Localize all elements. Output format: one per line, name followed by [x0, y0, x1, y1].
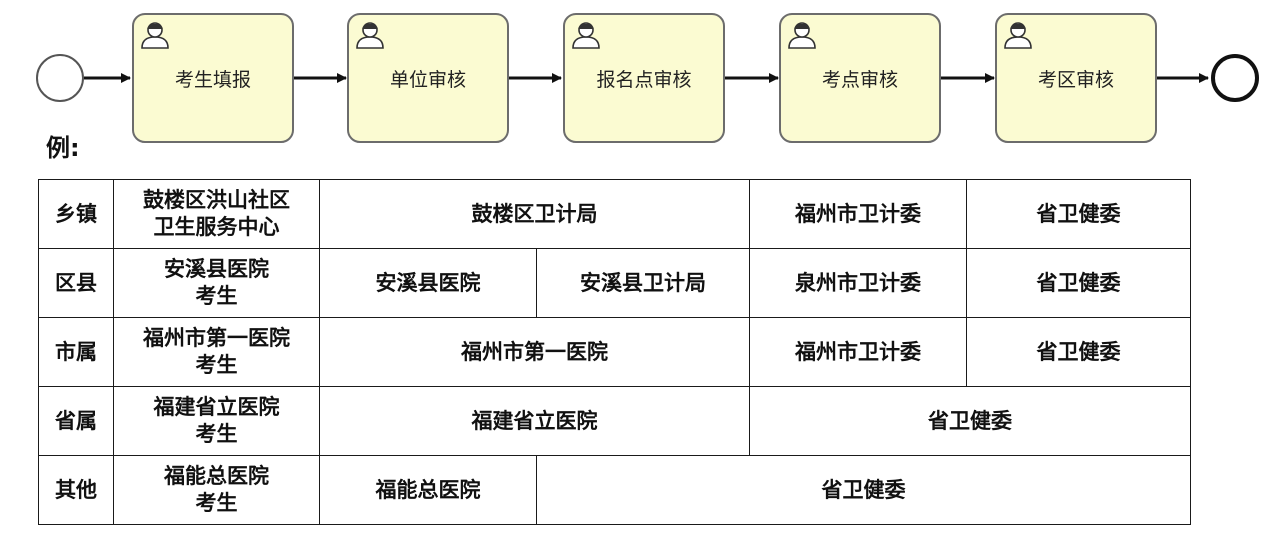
submitter-cell: 福州市第一医院 考生 — [113, 317, 320, 387]
task-label: 单位审核 — [390, 69, 466, 91]
task-label: 考点审核 — [822, 69, 898, 91]
review-cell: 泉州市卫计委 — [749, 248, 967, 318]
submitter-cell: 安溪县医院 考生 — [113, 248, 320, 318]
table-row: 其他 福能总医院 考生 福能总医院 省卫健委 — [38, 455, 1191, 525]
review-cell: 鼓楼区卫计局 — [319, 179, 750, 249]
task-4: 考点审核 — [779, 13, 941, 143]
task-label: 报名点审核 — [596, 69, 691, 91]
task-box — [132, 13, 294, 143]
task-box — [563, 13, 725, 143]
start-event — [36, 54, 84, 102]
task-1: 考生填报 — [132, 13, 294, 143]
submitter-line: 考生 — [195, 491, 238, 515]
review-cell: 安溪县卫计局 — [536, 248, 750, 318]
submitter-cell: 福能总医院 考生 — [113, 455, 320, 525]
review-cell: 省卫健委 — [749, 386, 1191, 456]
table-row: 市属 福州市第一医院 考生 福州市第一医院 福州市卫计委 省卫健委 — [38, 317, 1191, 387]
task-box — [779, 13, 941, 143]
review-cell: 省卫健委 — [966, 317, 1191, 387]
example-table: 乡镇 鼓楼区洪山社区 卫生服务中心 鼓楼区卫计局 福州市卫计委 省卫健委 区县 … — [38, 179, 1191, 525]
submitter-line: 卫生服务中心 — [153, 215, 280, 239]
task-label: 考生填报 — [175, 69, 251, 91]
review-cell: 福州市卫计委 — [749, 179, 967, 249]
task-2: 单位审核 — [347, 13, 509, 143]
task-3: 报名点审核 — [563, 13, 725, 143]
user-icon — [356, 22, 384, 49]
submitter-line: 福建省立医院 — [153, 395, 280, 419]
review-cell: 福州市第一医院 — [319, 317, 750, 387]
task-box — [347, 13, 509, 143]
category-cell: 其他 — [38, 455, 114, 525]
submitter-cell: 福建省立医院 考生 — [113, 386, 320, 456]
review-cell: 省卫健委 — [966, 179, 1191, 249]
table-row: 区县 安溪县医院 考生 安溪县医院 安溪县卫计局 泉州市卫计委 省卫健委 — [38, 248, 1191, 318]
task-label: 考区审核 — [1038, 69, 1114, 91]
example-label: 例: — [46, 134, 80, 162]
table-row: 乡镇 鼓楼区洪山社区 卫生服务中心 鼓楼区卫计局 福州市卫计委 省卫健委 — [38, 179, 1191, 249]
submitter-line: 福州市第一医院 — [143, 326, 290, 350]
review-cell: 安溪县医院 — [319, 248, 537, 318]
table-row: 省属 福建省立医院 考生 福建省立医院 省卫健委 — [38, 386, 1191, 456]
user-icon — [141, 22, 169, 49]
review-cell: 福能总医院 — [319, 455, 537, 525]
category-cell: 乡镇 — [38, 179, 114, 249]
end-event — [1211, 54, 1259, 102]
submitter-line: 考生 — [195, 353, 238, 377]
category-cell: 市属 — [38, 317, 114, 387]
review-cell: 福建省立医院 — [319, 386, 750, 456]
process-flow-diagram: 考生填报 单位审核 报名点审核 考点审核 — [36, 13, 1259, 143]
review-cell: 省卫健委 — [966, 248, 1191, 318]
review-cell: 省卫健委 — [536, 455, 1191, 525]
category-cell: 省属 — [38, 386, 114, 456]
submitter-line: 安溪县医院 — [164, 257, 269, 281]
task-5: 考区审核 — [995, 13, 1157, 143]
task-box — [995, 13, 1157, 143]
review-cell: 福州市卫计委 — [749, 317, 967, 387]
category-cell: 区县 — [38, 248, 114, 318]
user-icon — [572, 22, 600, 49]
submitter-line: 鼓楼区洪山社区 — [143, 188, 290, 212]
submitter-line: 考生 — [195, 422, 238, 446]
user-icon — [788, 22, 816, 49]
submitter-line: 考生 — [195, 284, 238, 308]
user-icon — [1004, 22, 1032, 49]
submitter-line: 福能总医院 — [164, 464, 269, 488]
submitter-cell: 鼓楼区洪山社区 卫生服务中心 — [113, 179, 320, 249]
